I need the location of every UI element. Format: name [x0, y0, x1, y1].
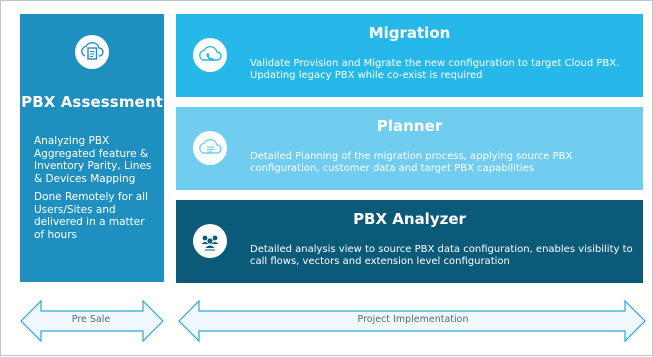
cloud-list-icon — [193, 131, 227, 165]
migration-description: Validate Provision and Migrate the new c… — [250, 58, 620, 82]
planner-title: Planner — [376, 117, 443, 135]
migration-title: Migration — [368, 24, 451, 42]
pbx-analyzer-description: Detailed analysis view to source PBX dat… — [250, 244, 633, 268]
pre-sale-arrow — [20, 299, 164, 343]
pre-sale-label: Pre Sale — [71, 314, 111, 325]
planner-box: Planner Detailed Planning of the migrati… — [176, 107, 643, 190]
migration-box: Migration Validate Provision and Migrate… — [176, 14, 643, 97]
assessment-title: PBX Assessment — [21, 93, 163, 111]
document-cloud-icon — [75, 35, 109, 69]
project-implementation-label: Project Implementation — [357, 314, 469, 325]
planner-description: Detailed Planning of the migration proce… — [250, 151, 573, 175]
pbx-analyzer-box: PBX Analyzer Detailed analysis view to s… — [176, 200, 643, 283]
pbx-analyzer-title: PBX Analyzer — [353, 210, 466, 228]
assessment-description-1: Analyzing PBX Aggregated feature & Inven… — [34, 135, 152, 185]
users-network-icon — [193, 224, 227, 258]
assessment-description-2: Done Remotely for all Users/Sites and de… — [34, 191, 148, 241]
phone-cloud-icon — [193, 38, 227, 72]
pbx-assessment-panel: PBX Assessment Analyzing PBX Aggregated … — [20, 14, 164, 282]
project-implementation-arrow — [178, 299, 646, 343]
